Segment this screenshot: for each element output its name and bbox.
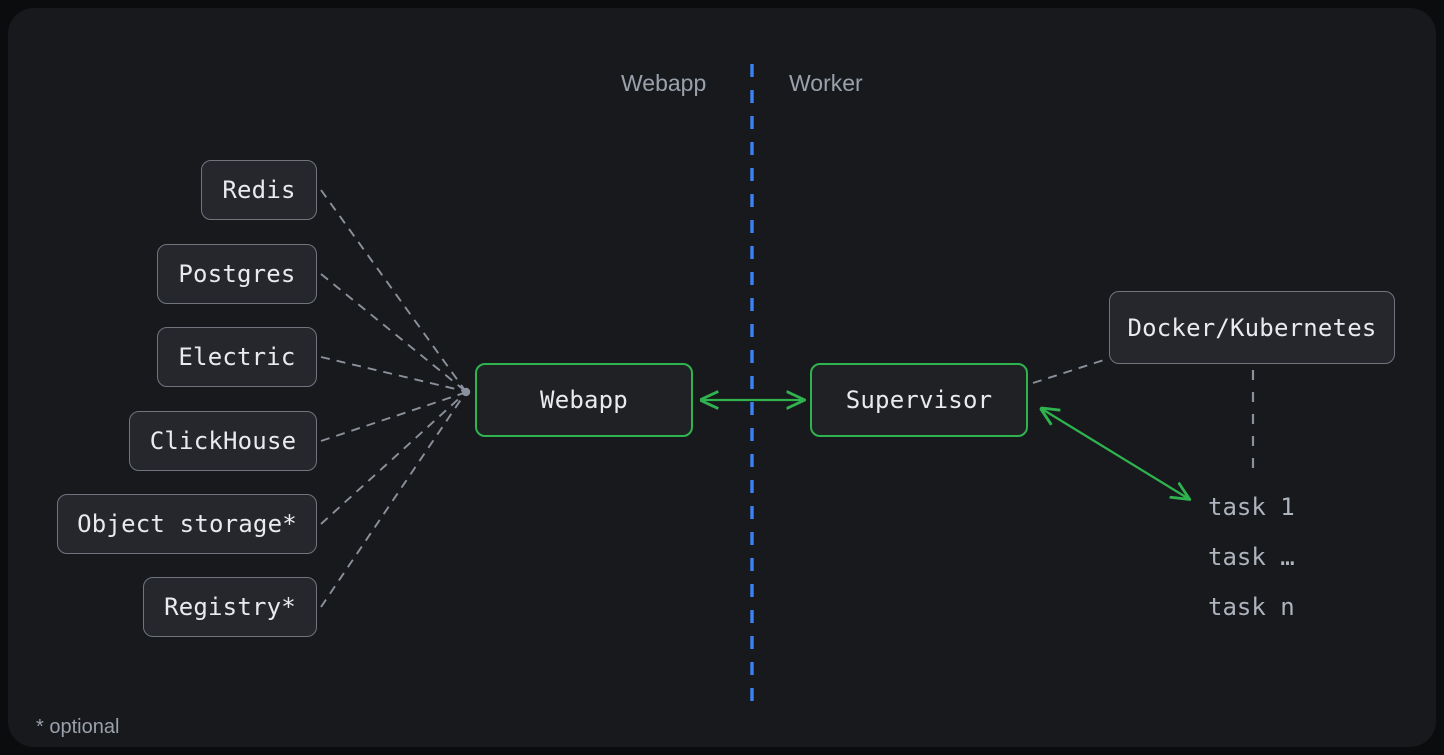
node-docker-kubernetes[interactable]: Docker/Kubernetes <box>1109 291 1395 364</box>
link-electric-webapp <box>320 356 465 392</box>
footnote-optional: * optional <box>36 716 120 738</box>
link-postgres-webapp <box>320 273 465 391</box>
node-redis[interactable]: Redis <box>201 160 317 220</box>
node-webapp[interactable]: Webapp <box>475 363 693 437</box>
node-registry[interactable]: Registry* <box>143 577 317 637</box>
lane-label-worker: Worker <box>789 70 863 96</box>
node-supervisor[interactable]: Supervisor <box>810 363 1028 437</box>
node-postgres[interactable]: Postgres <box>157 244 317 304</box>
link-clickhouse-webapp <box>320 392 465 442</box>
task-label-ellipsis: task … <box>1208 543 1295 571</box>
link-object-storage-webapp <box>320 393 465 525</box>
node-electric[interactable]: Electric <box>157 327 317 387</box>
node-object-storage[interactable]: Object storage* <box>57 494 317 554</box>
dependency-links <box>320 189 465 608</box>
diagram-panel: Webapp Worker Redis Postgres Electric Cl… <box>8 8 1436 747</box>
lane-label-webapp: Webapp <box>621 70 707 96</box>
node-clickhouse[interactable]: ClickHouse <box>129 411 317 471</box>
link-redis-webapp <box>320 189 465 390</box>
link-registry-webapp <box>320 394 465 608</box>
link-supervisor-runtime <box>1032 358 1108 384</box>
fan-hub-dot <box>461 387 471 397</box>
connections-layer <box>320 64 1255 714</box>
task-label-n: task n <box>1208 593 1295 621</box>
arrow-supervisor-tasks <box>1042 409 1189 499</box>
task-label-1: task 1 <box>1208 493 1295 521</box>
